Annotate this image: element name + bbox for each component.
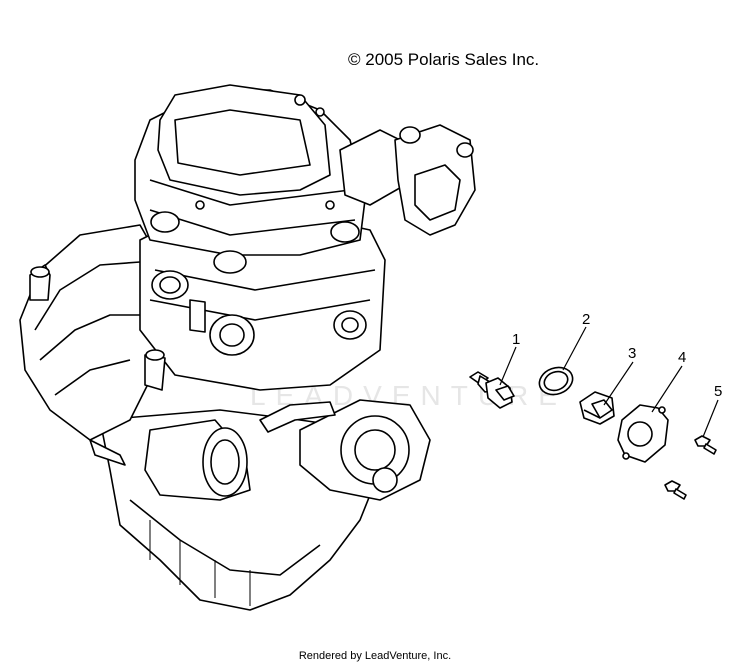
- callout-1[interactable]: 1: [512, 331, 520, 348]
- leader-line-1: [499, 346, 517, 386]
- callout-3[interactable]: 3: [628, 345, 636, 362]
- part-plug[interactable]: [579, 391, 615, 425]
- callout-5[interactable]: 5: [714, 383, 722, 400]
- part-bolt[interactable]: [664, 435, 717, 500]
- part-housing[interactable]: [617, 404, 669, 463]
- leader-line-5: [702, 399, 719, 438]
- part-sensor[interactable]: [469, 371, 515, 409]
- leader-line-3: [603, 361, 634, 406]
- part-o-ring[interactable]: [536, 363, 577, 399]
- callout-2[interactable]: 2: [582, 311, 590, 328]
- leader-line-2: [562, 326, 587, 371]
- engine-illustration: [19, 84, 476, 611]
- leader-line-4: [651, 365, 683, 413]
- footer-credit: Rendered by LeadVenture, Inc.: [298, 650, 452, 662]
- callout-4[interactable]: 4: [678, 349, 686, 366]
- copyright-text: © 2005 Polaris Sales Inc.: [348, 50, 540, 69]
